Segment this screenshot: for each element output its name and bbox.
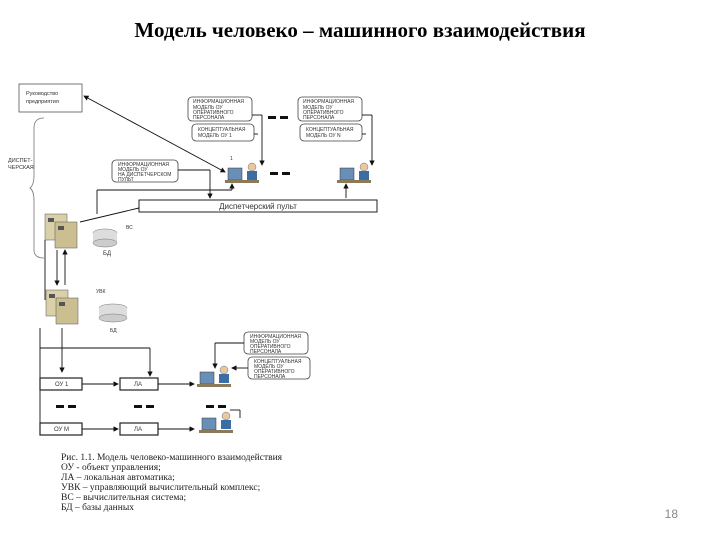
management-box: Руководство предприятия bbox=[18, 83, 83, 113]
dispatch-side-label-2: ЧЕРСКАЯ bbox=[8, 165, 34, 171]
oum-label: ОУ М bbox=[54, 427, 69, 433]
info-model-dispatch-line-2: МОДЕЛЬ ОУ bbox=[118, 167, 148, 173]
operator-1-number: 1 bbox=[230, 156, 233, 162]
dispatch-bracket: ДИСПЕТ- ЧЕРСКАЯ bbox=[8, 117, 45, 259]
la2-box: ЛА bbox=[119, 422, 159, 436]
info-model-operator-line-3: ОПЕРАТИВНОГО bbox=[193, 110, 234, 116]
caption-line-6: БД – базы данных bbox=[61, 502, 134, 513]
ellipsis-dots-middle bbox=[56, 405, 226, 408]
dispatch-side-label-1: ДИСПЕТ- bbox=[8, 158, 33, 164]
db-label-lower: БД bbox=[110, 328, 117, 334]
uvk-server-icon bbox=[45, 289, 79, 325]
vs-server-icon bbox=[44, 213, 78, 249]
info-model-operator-n-line-1: ИНФОРМАЦИОННАЯ bbox=[303, 99, 354, 105]
dispatch-panel: Диспетчерский пульт bbox=[138, 199, 378, 213]
info-model-operator-line-1: ИНФОРМАЦИОННАЯ bbox=[193, 99, 244, 105]
management-label-2: предприятия bbox=[26, 99, 59, 105]
concept-model-n-box: КОНЦЕПТУАЛЬНАЯ МОДЕЛЬ ОУ N bbox=[299, 123, 363, 142]
info-model-dispatch-box: ИНФОРМАЦИОННАЯ МОДЕЛЬ ОУ НА ДИСПЕТЧЕРСКО… bbox=[111, 159, 179, 183]
concept-model-lower-line-2: МОДЕЛЬ ОУ bbox=[254, 364, 284, 370]
ou1-label: ОУ 1 bbox=[55, 382, 69, 388]
db-cylinder-lower bbox=[98, 303, 128, 323]
concept-model-lower-line-3: ОПЕРАТИВНОГО bbox=[254, 369, 295, 375]
concept-model-n-line-2: МОДЕЛЬ ОУ N bbox=[306, 133, 341, 139]
concept-model-lower-box: КОНЦЕПТУАЛЬНАЯ МОДЕЛЬ ОУ ОПЕРАТИВНОГО ПЕ… bbox=[247, 356, 311, 380]
info-model-dispatch-line-4: ПУЛЬТ bbox=[118, 177, 134, 183]
info-model-operator-box: ИНФОРМАЦИОННАЯ МОДЕЛЬ ОУ ОПЕРАТИВНОГО ПЕ… bbox=[187, 96, 253, 122]
operator-n-icon bbox=[337, 162, 371, 183]
db-label-upper: БД bbox=[103, 251, 111, 257]
la1-label: ЛА bbox=[134, 382, 142, 388]
concept-model-lower-line-1: КОНЦЕПТУАЛЬНАЯ bbox=[254, 359, 302, 365]
info-model-lower-line-3: ОПЕРАТИВНОГО bbox=[250, 344, 291, 350]
uvk-label: УВК bbox=[96, 289, 106, 295]
info-model-operator-n-box: ИНФОРМАЦИОННАЯ МОДЕЛЬ ОУ ОПЕРАТИВНОГО ПЕ… bbox=[297, 96, 363, 122]
operator-lower-1-icon bbox=[197, 365, 231, 387]
concept-model-1-line-1: КОНЦЕПТУАЛЬНАЯ bbox=[198, 127, 246, 133]
operator-1-icon bbox=[225, 162, 259, 183]
page-number: 18 bbox=[664, 507, 678, 521]
caption-line-5: ВС – вычислительная система; bbox=[61, 493, 186, 503]
concept-model-1-line-2: МОДЕЛЬ ОУ 1 bbox=[198, 133, 232, 139]
slide-title: Модель человеко – машинного взаимодейств… bbox=[134, 18, 586, 42]
dispatch-panel-label: Диспетчерский пульт bbox=[219, 202, 297, 211]
info-model-operator-n-line-2: МОДЕЛЬ ОУ bbox=[303, 105, 333, 111]
info-model-operator-n-line-3: ОПЕРАТИВНОГО bbox=[303, 110, 344, 116]
caption-line-2: ОУ - объект управления; bbox=[61, 462, 161, 473]
info-model-dispatch-line-1: ИНФОРМАЦИОННАЯ bbox=[118, 162, 169, 168]
management-label-1: Руководство bbox=[26, 91, 58, 97]
info-model-lower-line-1: ИНФОРМАЦИОННАЯ bbox=[250, 334, 301, 340]
caption-line-1: Рис. 1.1. Модель человеко-машинного взаи… bbox=[61, 452, 283, 463]
la1-box: ЛА bbox=[119, 377, 159, 391]
info-model-operator-lower-box: ИНФОРМАЦИОННАЯ МОДЕЛЬ ОУ ОПЕРАТИВНОГО ПЕ… bbox=[243, 331, 309, 355]
info-model-dispatch-line-3: НА ДИСПЕТЧЕРСКОМ bbox=[118, 172, 171, 178]
oum-box: ОУ М bbox=[39, 422, 83, 436]
concept-model-1-box: КОНЦЕПТУАЛЬНАЯ МОДЕЛЬ ОУ 1 bbox=[191, 123, 255, 142]
figure-caption: Рис. 1.1. Модель человеко-машинного взаи… bbox=[61, 452, 283, 513]
la2-label: ЛА bbox=[134, 427, 142, 433]
info-model-lower-line-2: МОДЕЛЬ ОУ bbox=[250, 339, 280, 345]
info-model-lower-line-4: ПЕРСОНАЛА bbox=[250, 349, 282, 355]
caption-line-3: ЛА – локальная автоматика; bbox=[61, 473, 175, 483]
ou1-box: ОУ 1 bbox=[39, 377, 83, 391]
vs-label: ВС bbox=[126, 225, 133, 231]
info-model-operator-n-line-4: ПЕРСОНАЛА bbox=[303, 115, 335, 121]
db-cylinder-upper bbox=[92, 228, 118, 248]
operator-lower-2-icon bbox=[199, 411, 233, 433]
ellipsis-dots-top bbox=[268, 116, 290, 175]
info-model-operator-line-4: ПЕРСОНАЛА bbox=[193, 115, 225, 121]
concept-model-n-line-1: КОНЦЕПТУАЛЬНАЯ bbox=[306, 127, 354, 133]
caption-line-4: УВК – управляющий вычислительный комплек… bbox=[61, 482, 260, 493]
concept-model-lower-line-4: ПЕРСОНАЛА bbox=[254, 374, 286, 380]
info-model-operator-line-2: МОДЕЛЬ ОУ bbox=[193, 105, 223, 111]
